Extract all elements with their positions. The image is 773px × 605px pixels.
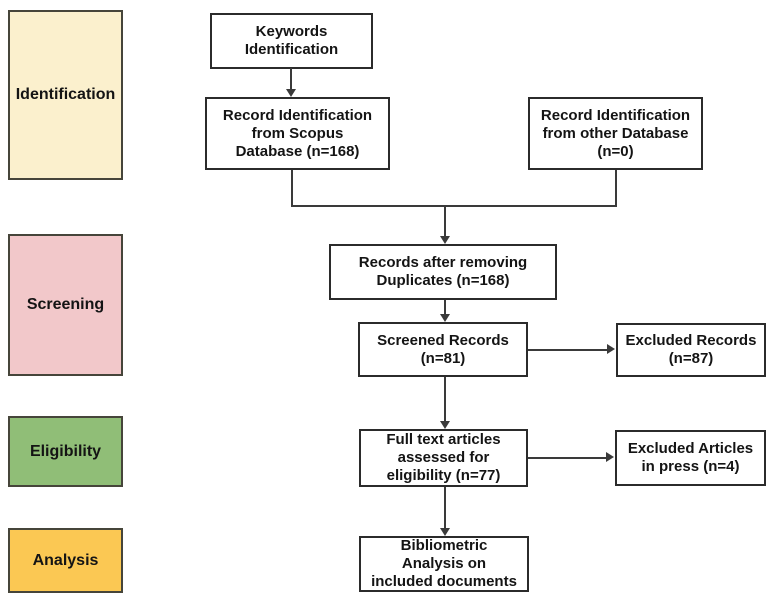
arrowhead-right-icon: [606, 452, 614, 462]
node-text-line: included documents: [371, 573, 517, 590]
node-bibliometric-analysis: Bibliometric Analysis on included docume…: [359, 536, 529, 592]
stage-box-screening: Screening: [8, 234, 123, 376]
node-text-line: Bibliometric: [400, 537, 488, 554]
stage-label-analysis: Analysis: [32, 551, 99, 569]
connector-otherdb-down: [615, 170, 617, 207]
node-text-line: from Scopus: [251, 124, 344, 142]
node-fulltext-assessed-eligibility: Full text articles assessed for eligibil…: [359, 429, 528, 487]
node-text-line: Record Identification: [540, 106, 691, 124]
node-records-after-removing-duplicates: Records after removing Duplicates (n=168…: [329, 244, 557, 300]
node-text-line: in press (n=4): [641, 458, 740, 475]
node-text-line: Identification: [244, 41, 339, 58]
arrowhead-down-icon: [440, 236, 450, 244]
arrowhead-down-icon: [286, 89, 296, 97]
arrowhead-down-icon: [440, 421, 450, 429]
stage-box-identification: Identification: [8, 10, 123, 180]
stage-label-eligibility: Eligibility: [29, 442, 102, 460]
stage-box-eligibility: Eligibility: [8, 416, 123, 487]
arrowhead-right-icon: [607, 344, 615, 354]
node-text-line: (n=87): [668, 350, 714, 367]
connector-keywords-to-scopus: [290, 68, 292, 92]
node-keywords-identification: Keywords Identification: [210, 13, 373, 69]
stage-label-identification: Identification: [15, 86, 116, 103]
node-text-line: Screened Records: [377, 331, 509, 349]
connector-merge-horizontal: [291, 205, 617, 207]
arrowhead-down-icon: [440, 528, 450, 536]
node-record-identification-other-database: Record Identification from other Databas…: [528, 97, 703, 170]
node-text-line: (n=0): [597, 142, 634, 160]
node-text-line: Full text articles: [386, 431, 501, 448]
connector-duplicates-to-screened: [444, 300, 446, 316]
arrowhead-down-icon: [440, 314, 450, 322]
node-text-line: Keywords: [255, 23, 328, 40]
connector-fulltext-to-excluded-articles: [528, 457, 607, 459]
node-text-line: eligibility (n=77): [386, 467, 501, 484]
node-text-line: Analysis on: [401, 555, 487, 572]
node-text-line: (n=81): [420, 349, 466, 367]
node-text-line: Records after removing: [358, 254, 528, 271]
node-excluded-articles-in-press: Excluded Articles in press (n=4): [615, 430, 766, 486]
node-excluded-records: Excluded Records (n=87): [616, 323, 766, 377]
node-text-line: Record Identification: [222, 106, 373, 124]
stage-box-analysis: Analysis: [8, 528, 123, 593]
node-record-identification-scopus: Record Identification from Scopus Databa…: [205, 97, 390, 170]
node-text-line: Database (n=168): [235, 142, 360, 160]
node-text-line: Excluded Records: [625, 332, 757, 349]
node-text-line: assessed for: [397, 449, 490, 466]
stage-label-screening: Screening: [26, 296, 105, 313]
connector-fulltext-to-bibliometric: [444, 487, 446, 530]
connector-screened-to-fulltext: [444, 377, 446, 422]
connector-screened-to-excluded-records: [528, 349, 608, 351]
node-text-line: from other Database: [542, 124, 689, 142]
connector-merge-to-duplicates: [444, 206, 446, 237]
connector-scopus-down: [291, 170, 293, 207]
node-screened-records: Screened Records (n=81): [358, 322, 528, 377]
node-text-line: Excluded Articles: [627, 440, 754, 457]
node-text-line: Duplicates (n=168): [376, 272, 510, 289]
